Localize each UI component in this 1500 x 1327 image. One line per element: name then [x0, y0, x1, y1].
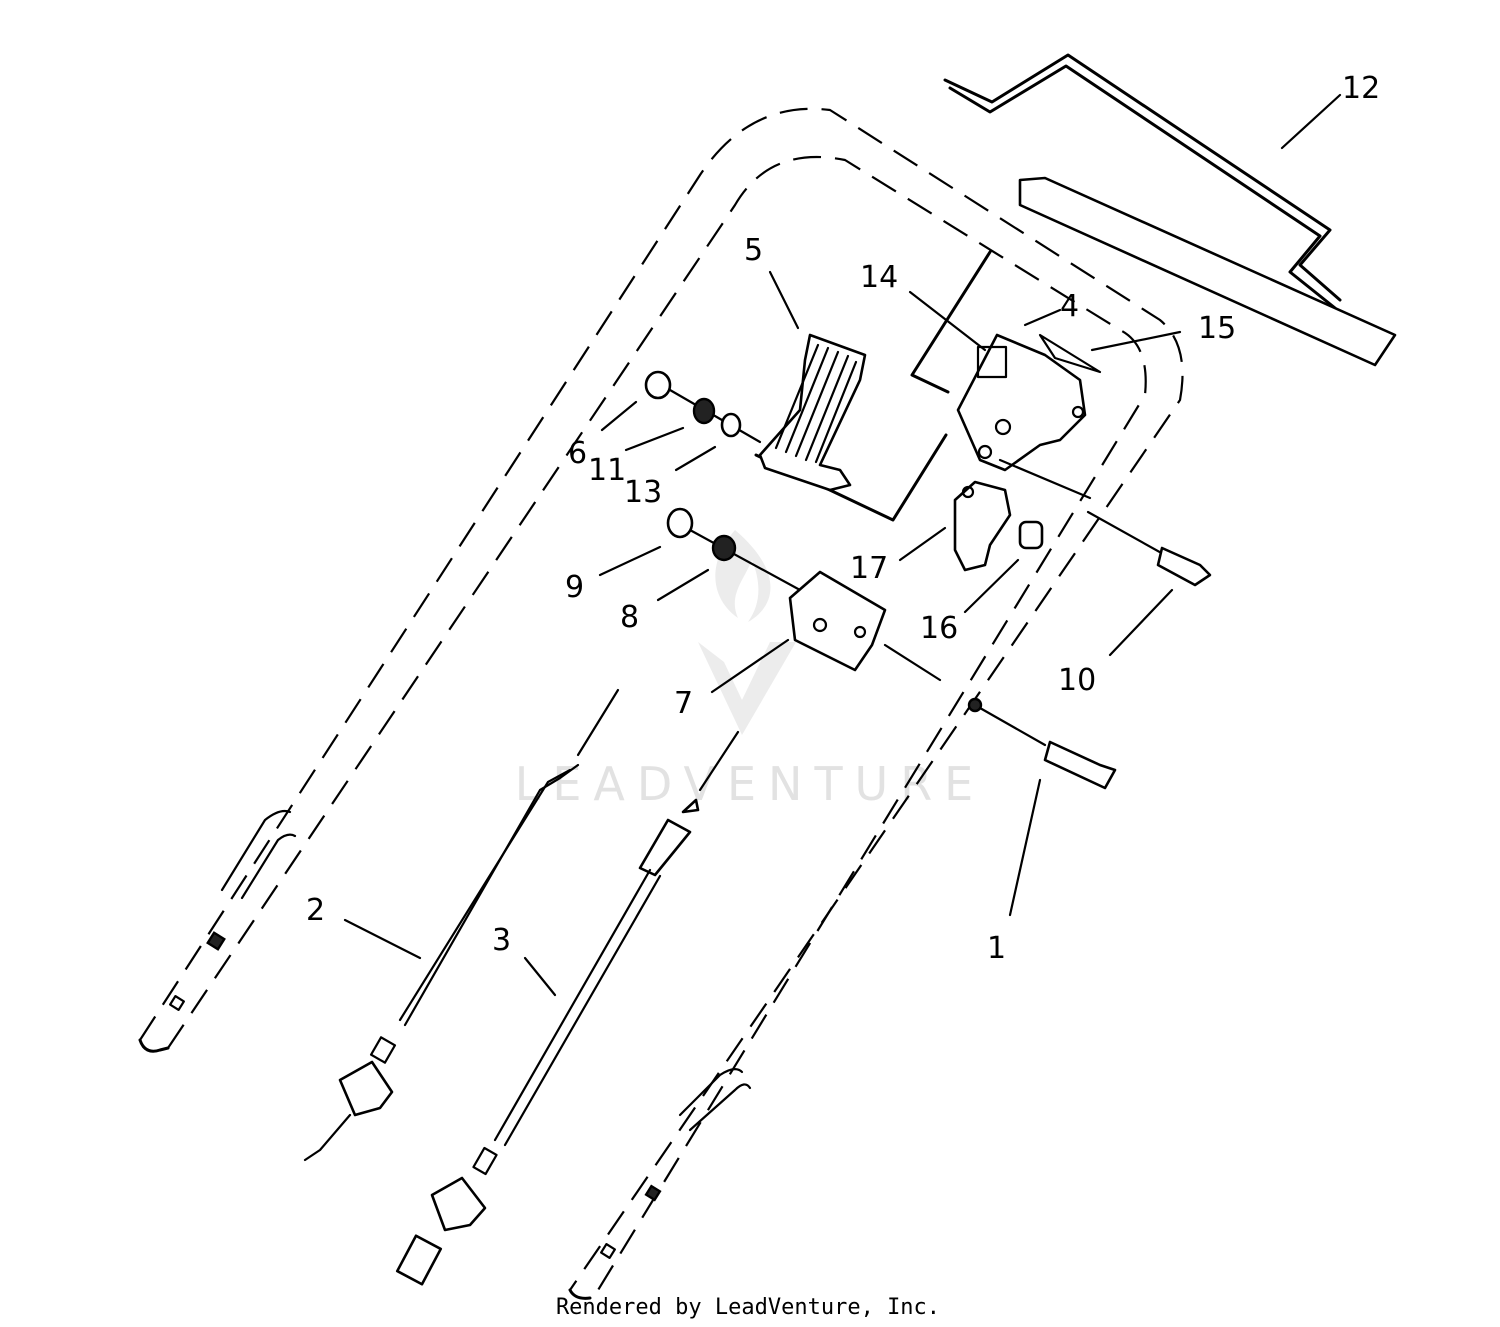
control-bracket: [956, 333, 1102, 472]
upper-fasteners: [644, 370, 762, 444]
bail-rod: [943, 53, 1397, 367]
cam-assembly: [953, 458, 1212, 587]
watermark-brand-text: LEADVENTURE: [515, 757, 986, 811]
callout-14: 14: [860, 260, 898, 295]
callout-6: 6: [568, 436, 587, 471]
callout-9: 9: [565, 570, 584, 605]
callout-11: 11: [588, 453, 626, 488]
callout-10: 10: [1058, 663, 1096, 698]
callout-15: 15: [1198, 311, 1236, 346]
lower-handle-left: [169, 809, 297, 1011]
callout-3: 3: [492, 923, 511, 958]
callout-16: 16: [920, 611, 958, 646]
drive-cable: [395, 730, 740, 1286]
render-credit: Rendered by LeadVenture, Inc.: [556, 1295, 940, 1320]
leadventure-watermark: LEADVENTURE: [515, 530, 986, 811]
callout-4: 4: [1060, 289, 1079, 324]
lower-handle-right: [600, 1068, 752, 1259]
callout-7: 7: [674, 686, 693, 721]
callout-13: 13: [624, 475, 662, 510]
callout-8: 8: [620, 600, 639, 635]
lower-fasteners: [666, 507, 942, 682]
callout-17: 17: [850, 551, 888, 586]
callout-labels: 1 2 3 4 5 6 7 8 9 10 11 12 13 14 15 16 1…: [306, 71, 1380, 966]
upper-handle-outline: [138, 107, 1184, 1300]
callout-1: 1: [987, 931, 1006, 966]
callout-12: 12: [1342, 71, 1380, 106]
callout-leaders: [343, 93, 1342, 997]
throttle-cable: [303, 688, 620, 1162]
handle-bolts: [967, 697, 1117, 790]
callout-5: 5: [744, 233, 763, 268]
callout-2: 2: [306, 893, 325, 928]
speed-lever: [758, 333, 867, 492]
watermark-v-monogram-icon: [698, 642, 796, 735]
